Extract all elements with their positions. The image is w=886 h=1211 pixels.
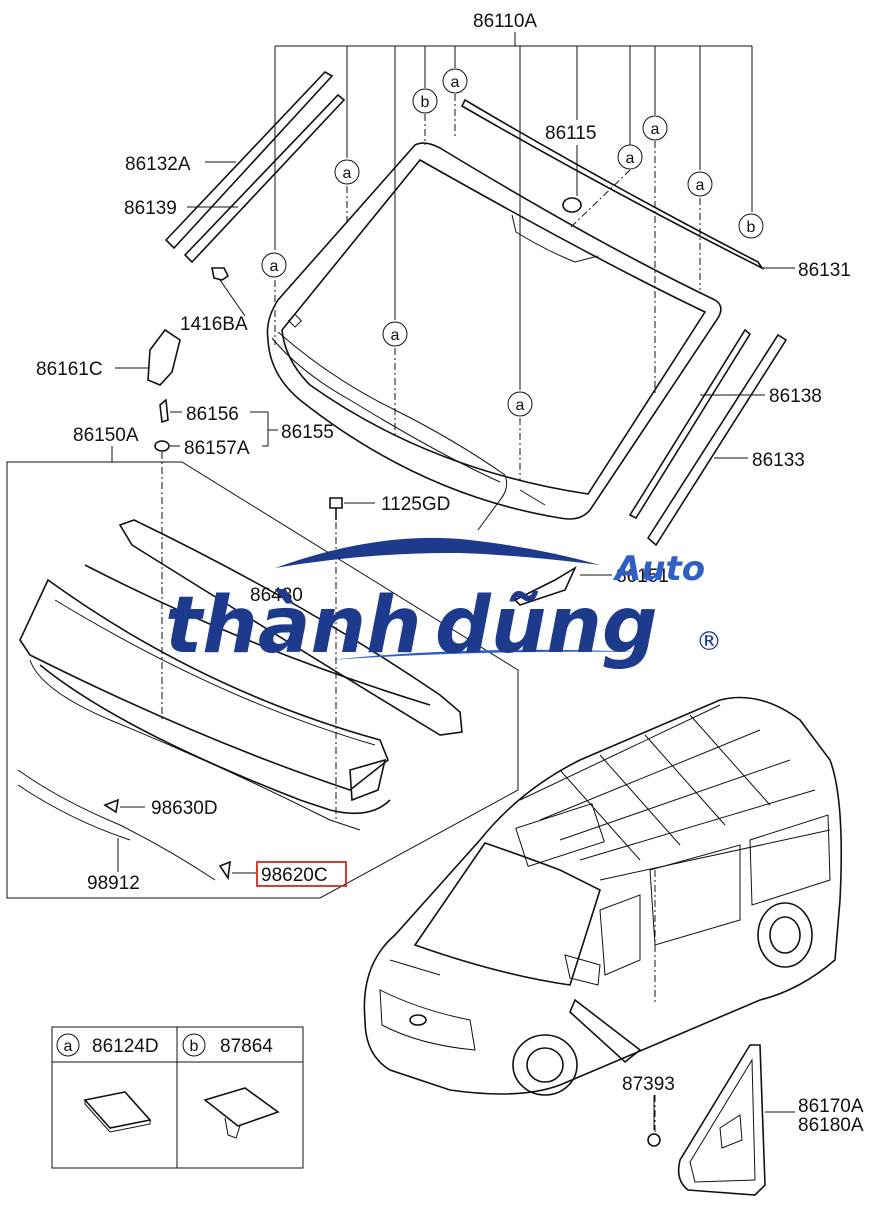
svg-text:a: a: [451, 74, 460, 91]
part-86151: [513, 565, 612, 606]
quarter-glass-86170A: [677, 1044, 795, 1196]
label-86430: 86430: [250, 585, 303, 606]
sensor-86115: [562, 145, 631, 229]
svg-text:a: a: [391, 327, 400, 344]
svg-text:a: a: [343, 165, 352, 182]
label-86151: 86151: [616, 566, 669, 587]
watermark-underline-swoosh-icon: [330, 649, 640, 660]
legend-callout-b: b: [182, 1033, 206, 1057]
moulding-86131: [460, 98, 795, 271]
label-86180A: 86180A: [798, 1115, 864, 1136]
watermark-brand-bold: dũng: [435, 581, 658, 671]
legend-part-87864: 87864: [220, 1036, 273, 1057]
callout-a-7: a: [642, 115, 668, 141]
svg-text:a: a: [696, 177, 705, 194]
label-98620C: 98620C: [261, 865, 328, 886]
watermark-registered-icon: ®: [696, 627, 722, 657]
svg-text:b: b: [421, 94, 430, 111]
leader-86110A: [274, 32, 753, 480]
legend-part-86124D: 86124D: [92, 1036, 159, 1057]
moulding-86138: [628, 328, 765, 520]
label-98630D: 98630D: [151, 798, 218, 819]
legend-table: [51, 1026, 304, 1169]
watermark-car-swoosh-icon: [275, 537, 600, 568]
label-86133: 86133: [752, 450, 805, 471]
label-98912: 98912: [87, 873, 140, 894]
label-86170A: 86170A: [798, 1096, 864, 1117]
callout-a-4: a: [382, 321, 408, 347]
label-86131: 86131: [798, 260, 851, 281]
label-1125GD: 1125GD: [381, 494, 450, 515]
clip-98620C: [218, 860, 256, 881]
windshield-glass: [266, 142, 722, 531]
svg-text:a: a: [64, 1038, 73, 1055]
label-86157A: 86157A: [184, 438, 250, 459]
legend-callout-a: a: [56, 1033, 80, 1057]
label-87393: 87393: [622, 1074, 675, 1095]
van-illustration: [363, 696, 843, 1135]
fasteners-86155: [154, 398, 278, 720]
svg-text:a: a: [516, 397, 525, 414]
label-1416BA: 1416BA: [180, 314, 248, 335]
svg-text:a: a: [626, 150, 635, 167]
box-86150A: [6, 446, 519, 899]
label-86115: 86115: [545, 123, 596, 144]
label-86156: 86156: [186, 404, 239, 425]
label-86155: 86155: [281, 422, 334, 443]
watermark-logo: thành dũng Auto ®: [165, 537, 722, 671]
nut-87393: [647, 1095, 661, 1147]
callout-a-8: a: [687, 171, 713, 197]
svg-text:a: a: [651, 121, 660, 138]
bracket-86161C: [115, 328, 181, 386]
clip-1416BA: [211, 267, 246, 317]
callout-a-3: a: [261, 252, 287, 278]
moulding-86139: [183, 93, 346, 264]
watermark-brand-light: thành: [165, 581, 422, 671]
svg-text:a: a: [270, 258, 279, 275]
callout-b-1: b: [412, 88, 438, 114]
label-86138: 86138: [769, 386, 822, 407]
callout-a-1: a: [442, 68, 468, 94]
svg-text:b: b: [190, 1038, 199, 1055]
moulding-86133: [646, 333, 788, 547]
label-86139: 86139: [124, 198, 177, 219]
label-86150A: 86150A: [73, 425, 139, 446]
svg-text:b: b: [747, 219, 756, 236]
highlight-98620C: [256, 861, 347, 887]
moulding-86132A: [164, 70, 334, 250]
label-86161C: 86161C: [36, 359, 103, 380]
callout-a-6: a: [617, 144, 643, 170]
callout-a-2: a: [334, 159, 360, 185]
bolt-1125GD: [329, 497, 375, 820]
clip-98630D: [103, 798, 145, 814]
callout-a-5: a: [507, 391, 533, 417]
label-86110A: 86110A: [473, 11, 537, 32]
label-86132A: 86132A: [125, 154, 191, 175]
cowl-panel-86430: [17, 519, 463, 881]
callout-b-2: b: [738, 213, 764, 239]
watermark-suffix: Auto: [612, 549, 705, 589]
